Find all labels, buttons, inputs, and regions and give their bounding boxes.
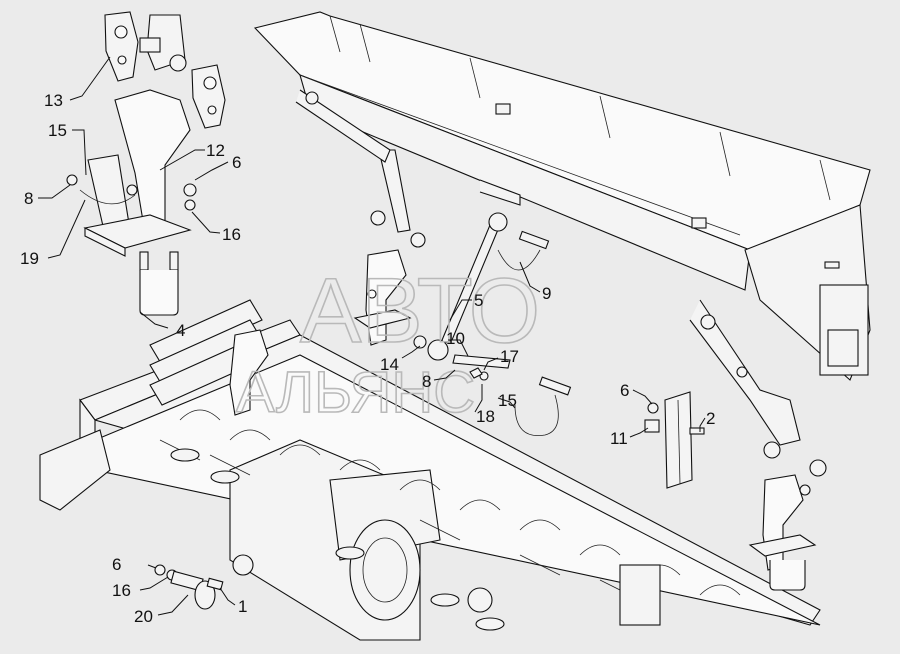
callout-5: 5 xyxy=(474,291,483,310)
seed-hopper xyxy=(253,11,871,446)
callout-20: 20 xyxy=(134,607,153,626)
callout-18: 18 xyxy=(476,407,495,426)
callout-15: 15 xyxy=(48,121,67,140)
bracket-14-assembly xyxy=(229,210,427,416)
callout-4: 4 xyxy=(176,321,185,340)
callout-9: 9 xyxy=(542,284,551,303)
main-frame xyxy=(39,319,821,641)
leader-lines xyxy=(38,56,706,616)
bracket-lower-right xyxy=(748,441,827,591)
callout-16: 16 xyxy=(222,225,241,244)
callout-6: 6 xyxy=(232,153,241,172)
callout-17: 17 xyxy=(500,347,519,366)
callout-2: 2 xyxy=(706,409,715,428)
pin-18 xyxy=(452,354,572,437)
callout-10: 10 xyxy=(446,329,465,348)
callout-16-bottom: 16 xyxy=(112,581,131,600)
callout-13: 13 xyxy=(44,91,63,110)
callout-8-mid: 8 xyxy=(422,372,431,391)
cylinder-5 xyxy=(427,212,550,361)
pull-handle-20 xyxy=(154,564,224,610)
callout-19: 19 xyxy=(20,249,39,268)
callout-15-mid: 15 xyxy=(498,391,517,410)
callout-12: 12 xyxy=(206,141,225,160)
callout-8: 8 xyxy=(24,189,33,208)
watermark-line1: АВТО xyxy=(300,260,540,362)
adjuster-plate-11 xyxy=(644,391,705,489)
callout-11: 11 xyxy=(610,429,628,448)
callout-6-bottom: 6 xyxy=(112,555,121,574)
callout-1: 1 xyxy=(238,597,247,616)
bracket-12-assembly xyxy=(66,11,226,316)
callout-14: 14 xyxy=(380,355,399,374)
callout-labels: 13 15 8 19 12 6 16 4 5 9 10 14 17 8 18 1… xyxy=(20,91,715,626)
callout-6-right: 6 xyxy=(620,381,629,400)
watermark: АВТО АЛЬЯНС xyxy=(235,259,541,426)
watermark-line2: АЛЬЯНС xyxy=(236,360,475,425)
